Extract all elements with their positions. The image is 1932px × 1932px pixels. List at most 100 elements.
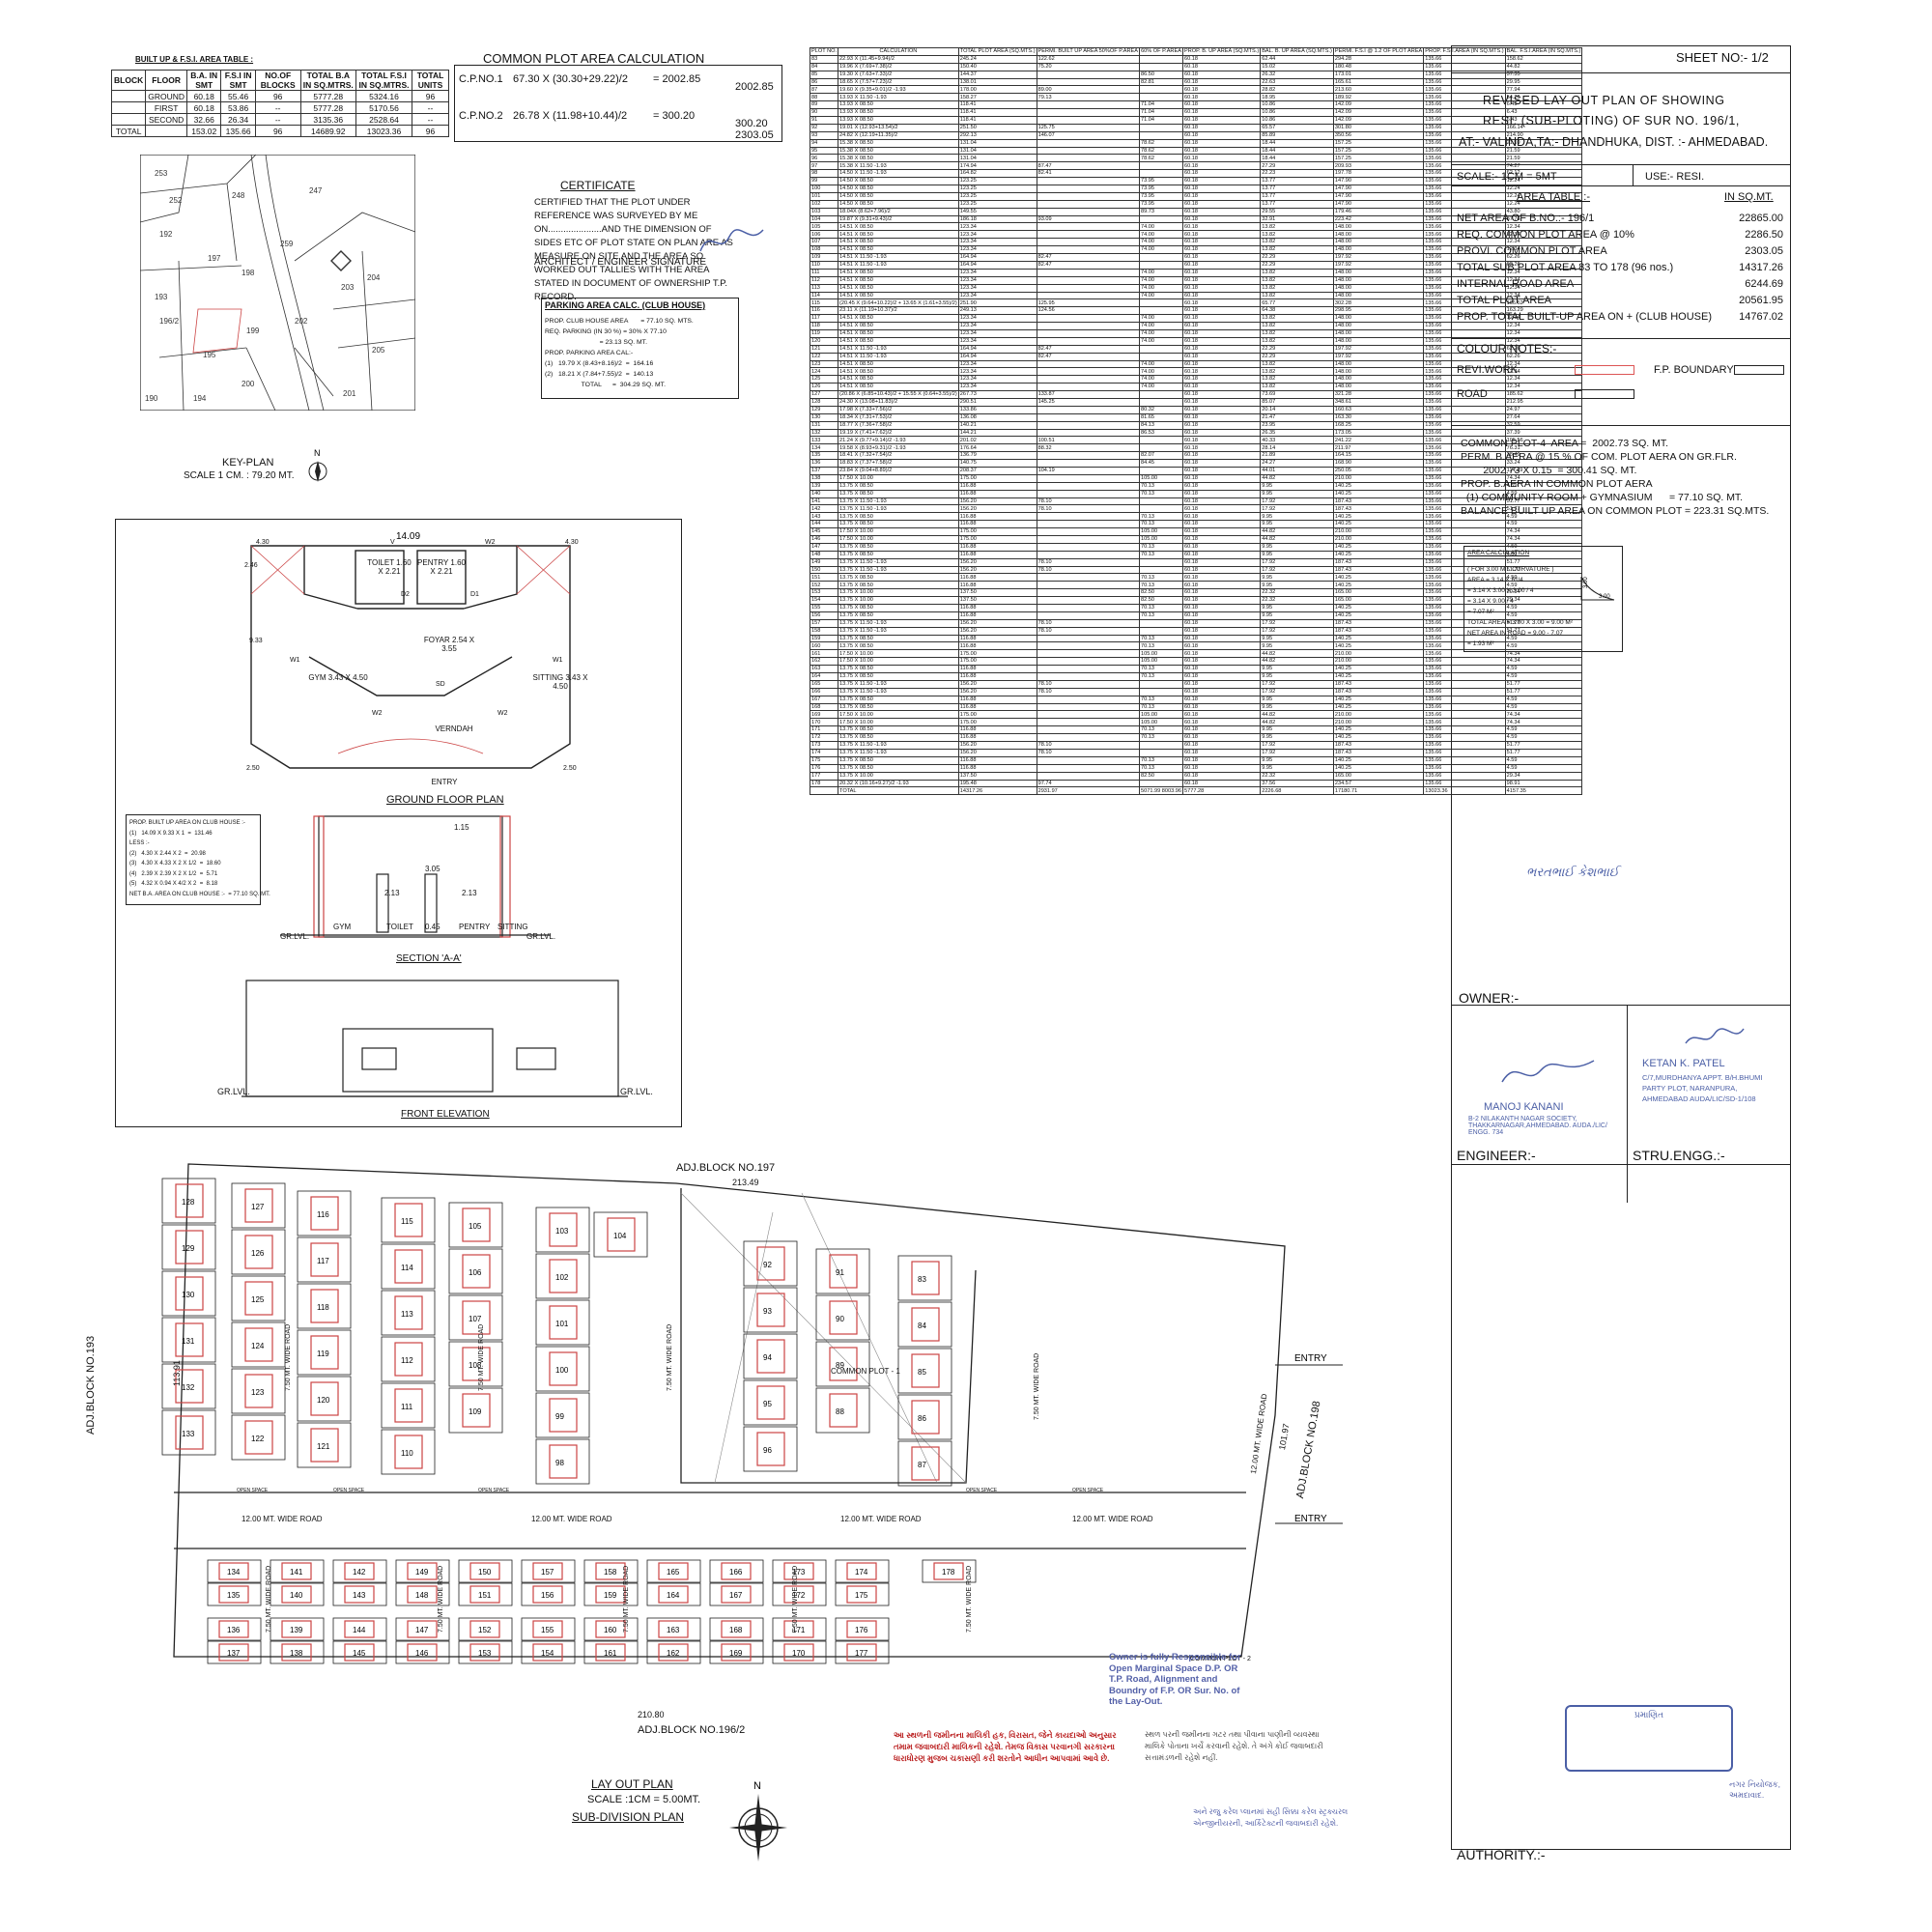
calc-cell: 142.09 <box>1332 116 1425 125</box>
plan-mark: 2.50 <box>246 765 260 772</box>
bu-cell: 96 <box>412 90 449 102</box>
calc-cell: 164.15 <box>1332 451 1425 461</box>
calc-cell: 13.75 X 10.00 <box>838 588 959 598</box>
section-label: GYM <box>333 923 352 931</box>
calc-cell: 17.50 X 10.00 <box>838 527 959 536</box>
calc-cell <box>1139 466 1183 475</box>
calc-cell: 60.18 <box>1181 527 1262 536</box>
calc-cell: 78.10 <box>1036 497 1141 506</box>
club-calc-line: (5) 4.32 X 0.94 X 4/2 X 2 = 8.18 <box>129 881 218 887</box>
calc-cell <box>1139 504 1183 514</box>
calc-cell: 60.18 <box>1181 116 1262 125</box>
svg-text:3.00: 3.00 <box>1583 577 1589 588</box>
calc-cell: 18.65 X (7.57+7.23)/2 <box>838 77 959 87</box>
key-plan-map: 253252248247192197198259204203193196/219… <box>140 155 415 411</box>
calc-cell: 60.18 <box>1181 428 1262 438</box>
calc-cell: 144.21 <box>957 428 1037 438</box>
house <box>394 1435 423 1469</box>
calc-cell: 211.97 <box>1332 443 1425 453</box>
plot <box>458 1582 513 1606</box>
plan-mark: SD <box>436 681 445 688</box>
calc-cell: 44.82 <box>1260 718 1334 727</box>
calc-cell: 130 <box>809 412 839 422</box>
bu-cell: 96 <box>412 125 449 137</box>
calc-cell: 74.00 <box>1139 291 1183 300</box>
calc-cell: 70.13 <box>1139 665 1183 674</box>
calc-cell: 10.86 <box>1260 116 1334 125</box>
bu-cell <box>145 125 188 137</box>
room-label: FOYAR 2.54 X 3.55 <box>423 636 475 653</box>
house <box>175 1183 204 1218</box>
cp1-eq: = 2002.85 <box>653 73 701 85</box>
plot <box>395 1559 450 1583</box>
calc-cell: 201.02 <box>957 436 1037 445</box>
calc-cell: 14.51 X 08.50 <box>838 314 959 324</box>
plot <box>458 1617 513 1641</box>
calc-cell <box>1036 222 1141 232</box>
plot <box>297 1236 352 1283</box>
area-row-value: 2286.50 <box>1745 229 1783 241</box>
plot-number: 87 <box>918 1461 926 1469</box>
calc-cell: 120 <box>809 336 839 346</box>
area-row-label: PROVI. COMMON PLOT AREA <box>1457 245 1607 257</box>
keyplan-label: 196/2 <box>159 317 180 326</box>
calc-cell: 126 <box>809 383 839 392</box>
calc-cell: 18.83 X (7.37+7.58)/2 <box>838 459 959 468</box>
calc-cell: 60.18 <box>1181 489 1262 498</box>
calc-cell: 60.18 <box>1181 542 1262 552</box>
calc-cell: 17.92 <box>1260 748 1334 757</box>
calc-cell: 147.90 <box>1332 191 1425 201</box>
calc-cell: 13.75 X 08.50 <box>838 481 959 491</box>
calc-cell: 140.25 <box>1332 763 1425 773</box>
calc-cell: 140.25 <box>1332 550 1425 559</box>
calc-cell: 9.95 <box>1260 702 1334 712</box>
plot-number: 102 <box>555 1273 569 1282</box>
house <box>549 1259 578 1293</box>
calc-cell: 60.18 <box>1181 238 1262 247</box>
bu-cell: 13023.36 <box>355 125 413 137</box>
plot <box>646 1640 701 1664</box>
plot <box>381 1429 436 1475</box>
calc-cell: 159 <box>809 634 839 643</box>
parking-line: = 23.13 SQ. MT. <box>545 339 647 346</box>
plot <box>897 1301 952 1348</box>
plot <box>448 1202 503 1248</box>
calc-cell: 44.82 <box>1260 657 1334 667</box>
calc-cell: 60.18 <box>1181 291 1262 300</box>
calc-cell: 14.51 X 08.50 <box>838 283 959 293</box>
section-label: GR.LVL. <box>526 932 556 941</box>
house <box>175 1230 204 1264</box>
calc-cell: 321.28 <box>1332 390 1425 399</box>
calc-cell <box>1036 588 1141 598</box>
club-calc-line: (2) 4.30 X 2.44 X 2 = 20.98 <box>129 850 206 857</box>
bu-cell: 26.34 <box>220 113 256 126</box>
keyplan-label: 252 <box>169 196 183 205</box>
calc-cell: 60.18 <box>1181 436 1262 445</box>
plot <box>743 1240 798 1287</box>
house <box>469 1585 500 1604</box>
calc-cell: 14.51 X 08.50 <box>838 275 959 285</box>
calc-cell <box>1036 573 1141 582</box>
stru-address: C/7,MURDHANYA APPT. B/H.BHUMI PARTY PLOT… <box>1642 1073 1763 1103</box>
calc-cell: 60.18 <box>1181 741 1262 750</box>
calc-cell: 350.56 <box>1332 130 1425 140</box>
calc-cell: 114 <box>809 291 839 300</box>
calc-cell: 60.18 <box>1181 771 1262 781</box>
stamp-text-1: પ્રમાણિત <box>1634 1710 1664 1719</box>
house <box>595 1562 626 1580</box>
calc-cell: 60.18 <box>1181 748 1262 757</box>
calc-cell: 73.95 <box>1139 199 1183 209</box>
calc-cell: 73.95 <box>1139 191 1183 201</box>
calc-cell: 17.92 <box>1260 557 1334 567</box>
calc-cell: 13.75 X 08.50 <box>838 581 959 590</box>
calc-cell: 91 <box>809 116 839 125</box>
calc-cell: 60.18 <box>1181 604 1262 612</box>
calc-cell <box>1139 748 1183 757</box>
plot-number: 113 <box>401 1310 413 1319</box>
calc-cell: 60.18 <box>1181 306 1262 316</box>
calc-cell: 139 <box>809 481 839 491</box>
